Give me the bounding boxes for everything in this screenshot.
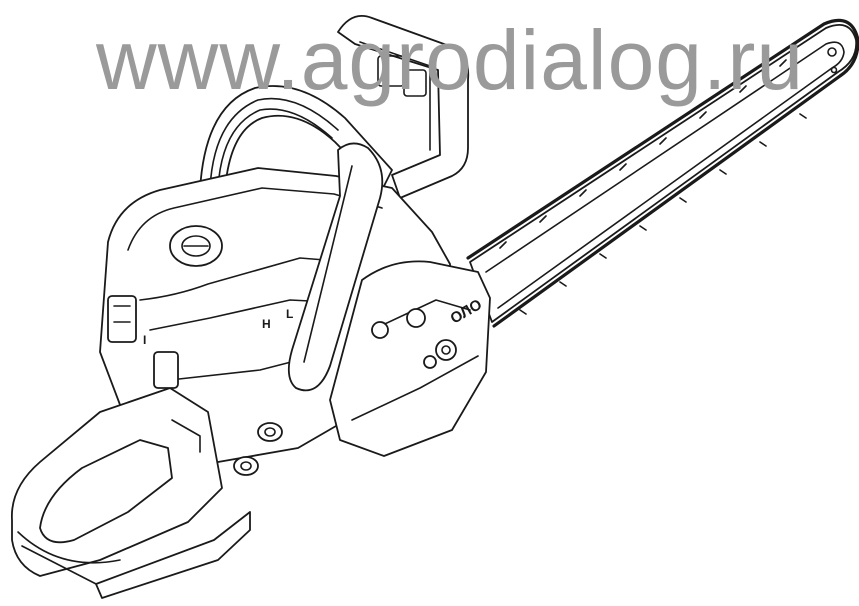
saw-chain — [466, 18, 859, 328]
rear-handle — [11, 387, 251, 599]
control-switches — [107, 295, 201, 453]
choke-label-h: H — [262, 317, 271, 331]
stop-switch — [107, 295, 137, 343]
clutch-cover — [329, 260, 491, 457]
throttle-lock — [153, 351, 179, 389]
switch-label-i: I — [143, 333, 146, 347]
hand-guard — [337, 14, 470, 199]
top-handle — [199, 85, 393, 191]
guide-bar — [469, 24, 858, 323]
front-handle-bar — [287, 142, 384, 392]
cover-bolts — [233, 422, 283, 476]
choke-label-l: L — [286, 307, 293, 321]
